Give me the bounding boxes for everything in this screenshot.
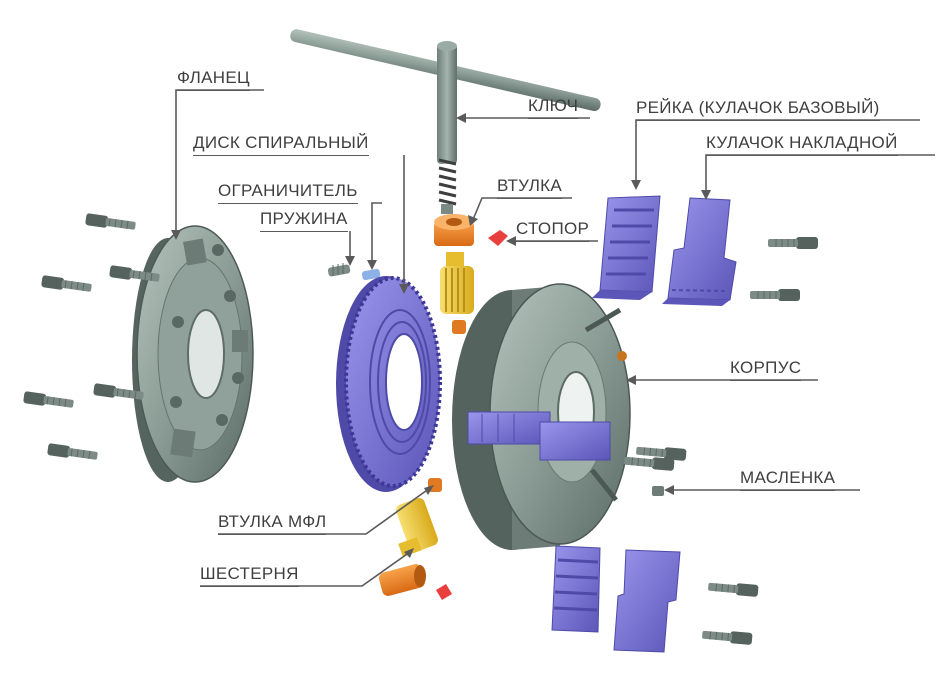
key-spring: [438, 158, 457, 206]
bottom-stopper: [436, 584, 452, 600]
leader-flange: [175, 89, 264, 236]
right-bolts-top: [749, 236, 819, 302]
top-bushing: [434, 214, 474, 246]
leader-top-jaw: [705, 154, 935, 196]
top-gear: [440, 252, 474, 334]
label-spring: ПРУЖИНА: [260, 209, 348, 232]
label-oiler: МАСЛЕНКА: [740, 468, 836, 491]
label-gear: ШЕСТЕРНЯ: [200, 564, 299, 587]
label-body: КОРПУС: [730, 358, 802, 381]
key-shaft: [437, 44, 457, 164]
top-jaw-bottom: [613, 549, 681, 653]
spring-part: [327, 263, 351, 277]
top-jaw-top: [662, 197, 737, 306]
label-limiter: ОГРАНИЧИТЕЛЬ: [218, 181, 358, 204]
oiler-part: [652, 486, 664, 496]
leader-rack: [635, 119, 920, 186]
label-stopper: СТОПОР: [516, 219, 590, 242]
label-key: КЛЮЧ: [528, 96, 579, 119]
chuck-body: [452, 283, 631, 550]
label-spiral-disk: ДИСК СПИРАЛЬНЫЙ: [193, 133, 369, 156]
spiral-disk: [336, 276, 442, 492]
label-flange: ФЛАНЕЦ: [177, 68, 250, 91]
bottom-gear: [396, 498, 438, 557]
top-stopper: [488, 230, 508, 246]
label-top-jaw: КУЛАЧОК НАКЛАДНОЙ: [706, 133, 898, 156]
middle-bolts: [623, 444, 688, 472]
limiter-part: [361, 268, 381, 281]
flange: [132, 225, 254, 483]
rack-top: [592, 195, 661, 300]
inserted-jaw: [467, 411, 611, 461]
rack-bottom: [551, 545, 601, 633]
label-bushing-mfl: ВТУЛКА МФЛ: [218, 512, 327, 535]
right-bolts-bottom: [701, 580, 760, 646]
label-rack: РЕЙКА (КУЛАЧОК БАЗОВЫЙ): [636, 98, 880, 121]
chuck-key: [290, 29, 601, 214]
leader-arrowheads: [171, 113, 711, 558]
label-bushing: ВТУЛКА: [497, 176, 563, 199]
bottom-bushing: [378, 564, 426, 596]
leader-limiter: [371, 202, 382, 266]
